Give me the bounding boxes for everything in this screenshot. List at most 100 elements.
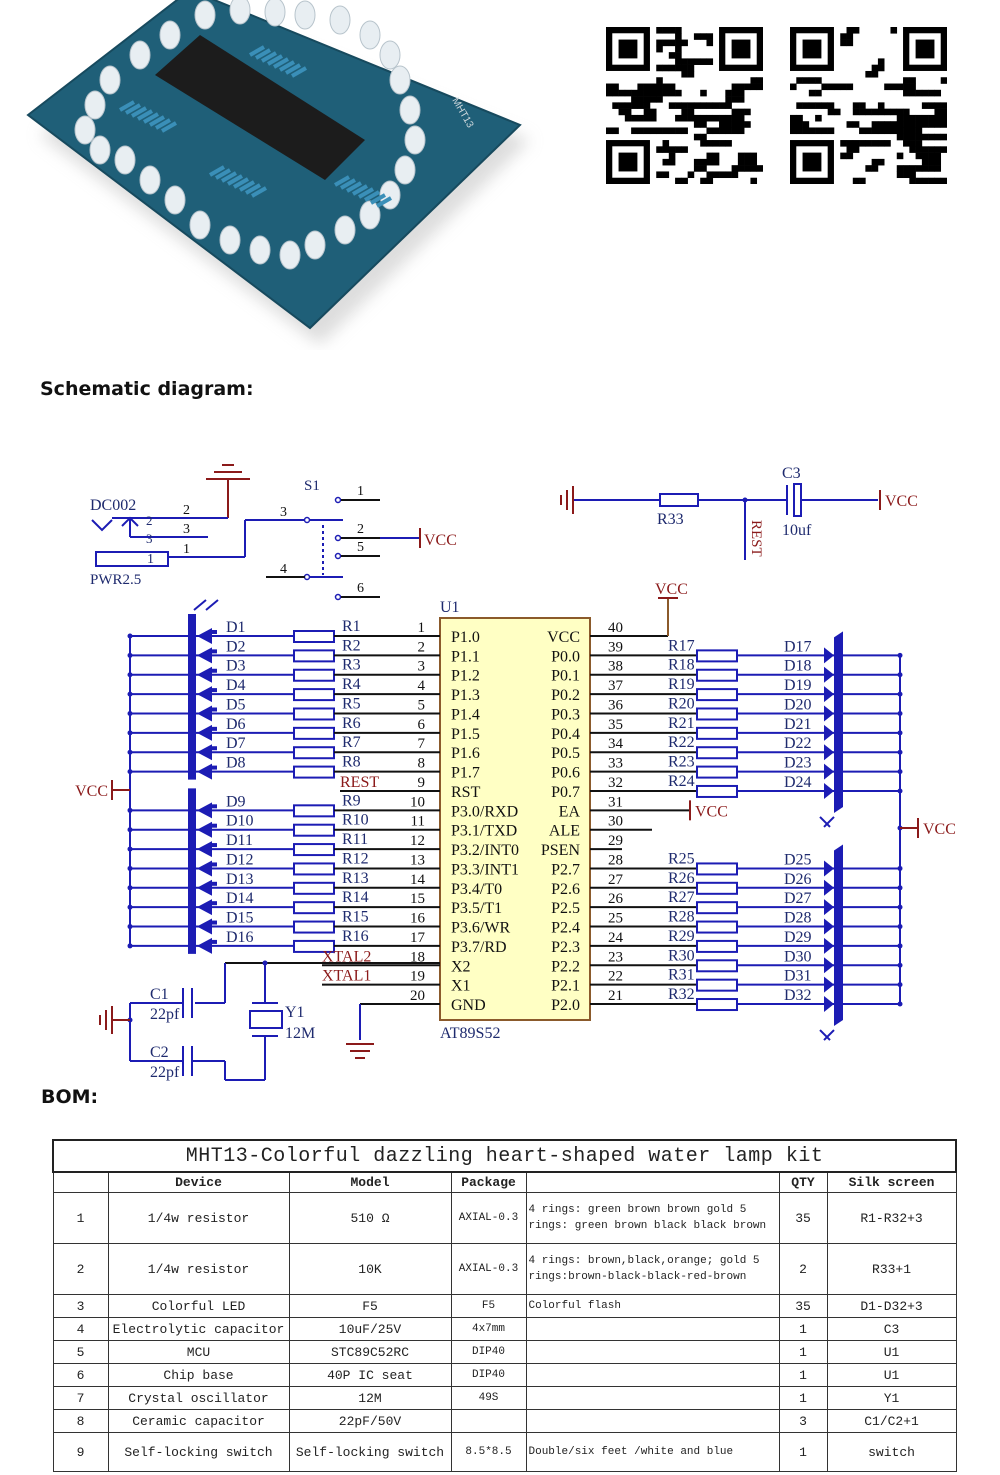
pin-number: 26: [608, 891, 624, 907]
pin-name: P3.3/INT1: [451, 861, 519, 878]
resistor: [293, 649, 335, 663]
resistor: [696, 765, 738, 779]
bom-cell-model: 40P IC seat: [288, 1363, 452, 1387]
switch-pin: [334, 593, 342, 601]
led-label: D25: [784, 851, 812, 868]
bom-cell-no: 2: [52, 1243, 109, 1295]
led: [359, 20, 381, 50]
led-arrow-icon: [212, 649, 217, 654]
pin-number: 16: [410, 911, 426, 927]
pin-name: X2: [451, 958, 471, 975]
pin-number: 34: [608, 736, 624, 752]
switch-pin: [303, 573, 311, 581]
led-diode-icon: [824, 918, 834, 935]
led-label: D31: [784, 968, 812, 985]
resistor: [364, 190, 380, 202]
pin-number: 28: [608, 852, 623, 868]
qr-code-icon: [606, 27, 763, 184]
bom-cell-silk: R33+1: [826, 1243, 957, 1295]
bom-cell-device: Electrolytic capacitor: [107, 1317, 290, 1341]
pin-name: P0.7: [551, 784, 580, 801]
pin-number: 4: [418, 678, 426, 694]
u1-part-number: AT89S52: [440, 1025, 500, 1042]
resistor: [334, 175, 350, 187]
bom-cell-model: 10uF/25V: [288, 1317, 452, 1341]
pin-number: 37: [608, 678, 624, 694]
bom-header-cell: QTY: [778, 1171, 828, 1193]
led-diode-icon: [824, 666, 834, 683]
led: [89, 135, 111, 165]
switch-pin: [334, 534, 342, 542]
bom-cell-qty: 1: [778, 1317, 828, 1341]
bom-cell-no: 4: [52, 1317, 109, 1341]
led: [129, 40, 151, 70]
resistor-label: R27: [668, 889, 695, 906]
led-diode-icon: [197, 860, 212, 877]
led-diode-icon: [197, 724, 212, 741]
pin-name: P1.2: [451, 668, 480, 685]
pin-name: P1.7: [451, 765, 480, 782]
bom-cell-note: [525, 1409, 780, 1433]
resistor: [340, 178, 356, 190]
r33-label: R33: [657, 511, 684, 528]
resistor: [267, 54, 283, 66]
led: [279, 240, 301, 270]
led: [304, 230, 326, 260]
pin-number: 29: [608, 833, 623, 849]
pin-number: 13: [410, 852, 425, 868]
c3-value: 10uf: [782, 522, 812, 539]
resistor: [293, 881, 335, 895]
resistor: [161, 121, 177, 133]
wire-number: 3: [183, 522, 190, 537]
resistor-label: R9: [342, 792, 361, 809]
bom-header-cell: Silk screen: [826, 1171, 957, 1193]
resistor-label: R6: [342, 715, 361, 732]
led-diode-icon: [824, 724, 834, 741]
led: [389, 65, 411, 95]
jack-contact-icon: [91, 519, 113, 532]
led-label: D27: [784, 890, 812, 907]
bom-cell-note: [525, 1363, 780, 1387]
bom-cell-device: MCU: [107, 1340, 290, 1364]
resistor: [696, 920, 738, 934]
bom-cell-silk: D1-D32+3: [826, 1294, 957, 1318]
pin-name: P0.3: [551, 706, 580, 723]
pin-number: 2: [418, 639, 426, 655]
resistor-label: R16: [342, 928, 369, 945]
led: [294, 0, 316, 30]
switch-pin: [334, 496, 342, 504]
led-arrow-icon: [212, 823, 217, 828]
bom-cell-qty: 2: [778, 1243, 828, 1295]
bom-cell-package: AXIAL-0.3: [450, 1192, 527, 1244]
bom-cell-silk: switch: [826, 1432, 957, 1472]
led-label: D9: [226, 793, 246, 810]
led-label: D6: [226, 716, 246, 733]
resistor: [696, 707, 738, 721]
pin-number: 27: [608, 872, 624, 888]
bom-cell-no: 9: [52, 1432, 109, 1472]
pin-name: P2.5: [551, 900, 580, 917]
pin-number: 18: [410, 949, 425, 965]
switch-pin: [303, 516, 311, 524]
led-label: D5: [226, 696, 246, 713]
pin-name: P3.4/T0: [451, 881, 502, 898]
resistor: [696, 862, 738, 876]
pin-number: 39: [608, 639, 623, 655]
led-label: D21: [784, 716, 812, 733]
led-label: D14: [226, 890, 254, 907]
resistor-label: R2: [342, 637, 361, 654]
wire-number: 2: [183, 503, 190, 518]
led-arrow-icon: [212, 843, 217, 848]
bom-cell-model: STC89C52RC: [288, 1340, 452, 1364]
led-label: D3: [226, 658, 246, 675]
pin-name: P2.1: [551, 978, 580, 995]
led-label: D1: [226, 619, 246, 636]
net-label: REST: [340, 774, 379, 791]
led: [139, 165, 161, 195]
pin-name: P0.4: [551, 726, 580, 743]
led-arrow-icon: [212, 707, 217, 712]
resistor-label: R31: [668, 967, 695, 984]
led-diode-icon: [824, 976, 834, 993]
led-diode-icon: [824, 860, 834, 877]
